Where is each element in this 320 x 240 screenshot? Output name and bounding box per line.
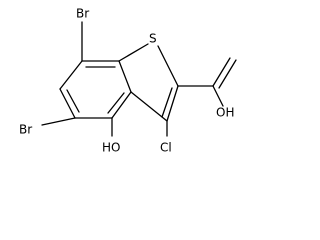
bond-c2-c3 xyxy=(166,85,179,122)
double-bond-inner-left xyxy=(66,89,80,113)
bond-c6-c7 xyxy=(59,60,83,90)
atom-sulfur: S xyxy=(149,32,157,46)
atom-chlorine: Cl xyxy=(160,141,172,155)
atom-carboxyl-oh: OH xyxy=(216,106,234,120)
bond-cooh-double-o-a xyxy=(212,57,231,87)
bond-c5-c6 xyxy=(59,88,76,119)
double-bond-c2-c3-inner xyxy=(161,87,173,118)
bond-c7a-c3a xyxy=(118,60,132,93)
bond-c3a-c4 xyxy=(111,91,132,119)
substituent-bonds xyxy=(41,21,237,137)
bond-c3-c3a xyxy=(130,91,168,122)
bond-s-c2 xyxy=(157,45,179,87)
bond-c7a-s xyxy=(118,43,149,62)
bond-c5-br xyxy=(41,117,76,126)
bond-cooh-double-o-b xyxy=(218,59,237,89)
molecule-structure: Br Br S Cl HO OH xyxy=(19,7,237,155)
atom-br-top: Br xyxy=(76,7,89,21)
benzene-ring xyxy=(59,60,132,119)
atom-hydroxyl: HO xyxy=(102,141,120,155)
atom-br-left: Br xyxy=(19,123,32,137)
thiophene-ring xyxy=(118,43,179,122)
bond-cooh-oh xyxy=(212,85,224,107)
double-bond-inner-right xyxy=(107,92,125,114)
